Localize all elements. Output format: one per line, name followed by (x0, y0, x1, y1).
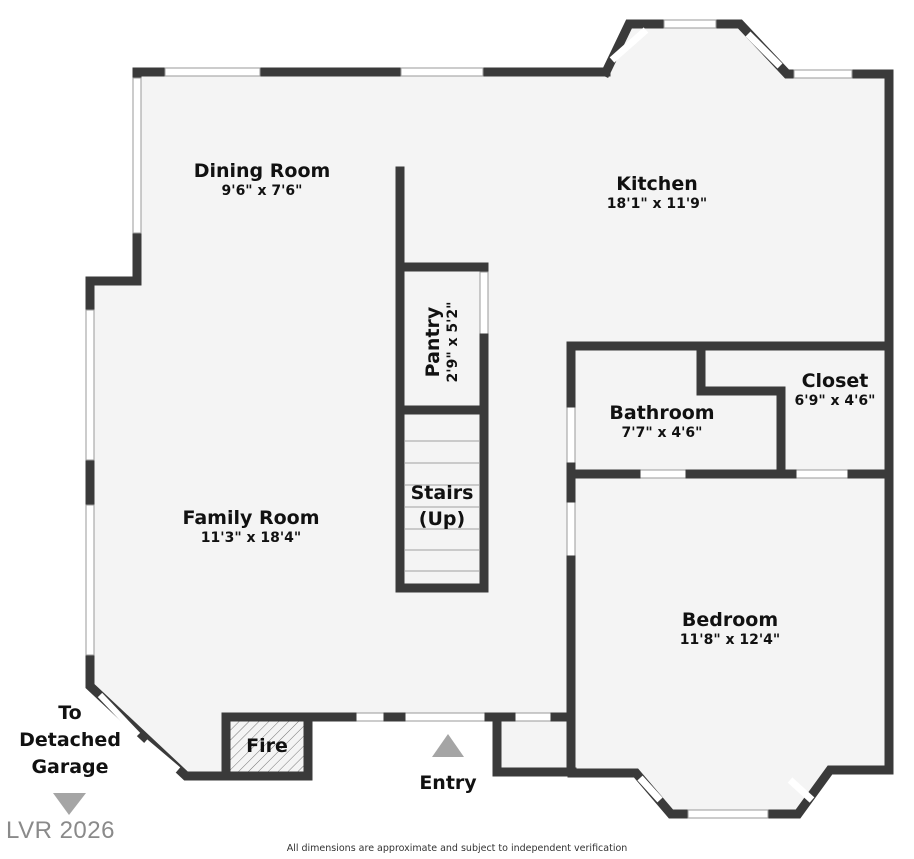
entry-arrow-icon (432, 734, 464, 757)
interior-walls (221, 166, 894, 777)
entry-door-opening (400, 712, 490, 722)
pantry-label: Pantry 2'9" x 5'2" (422, 292, 462, 392)
window-dining-top (164, 67, 261, 77)
opening-bath-bottom (635, 469, 691, 479)
room-dimensions: 9'6" x 7'6" (221, 183, 303, 199)
windows (85, 19, 853, 819)
watermark: LVR 2026 (6, 817, 115, 844)
diagonal-windows (97, 27, 815, 803)
closet-label: Closet 6'9" x 4'6" (795, 370, 876, 410)
stairs-label: Stairs (Up) (411, 480, 474, 532)
room-dimensions: 18'1" x 11'9" (606, 196, 708, 212)
disclaimer: All dimensions are approximate and subje… (286, 843, 628, 854)
bathroom-label: Bathroom 7'7" x 4'6" (609, 402, 714, 442)
exterior-walls (85, 19, 894, 819)
entry-text: Entry (419, 772, 477, 794)
entry-annotation: Entry (419, 770, 476, 797)
garage-annotation: To Detached Garage (19, 700, 121, 781)
opening-family-bedroom (566, 497, 576, 561)
garage-text-line2: Detached (19, 729, 121, 751)
stairs-direction: (Up) (418, 508, 466, 530)
room-name: Closet (801, 370, 869, 392)
bedroom-label: Bedroom 11'8" x 12'4" (680, 609, 780, 649)
stair-treads (405, 440, 479, 572)
window-kitchen-bay-top (663, 19, 717, 29)
window-family-left-1 (85, 309, 95, 461)
garage-arrow-icon (53, 793, 86, 815)
room-name: Bedroom (681, 609, 779, 631)
room-dimensions: 6'9" x 4'6" (794, 393, 876, 409)
window-kitchen-right (793, 69, 853, 79)
garage-text-line1: To (58, 702, 82, 724)
room-name: Family Room (182, 507, 320, 529)
opening-closet-bottom (791, 469, 853, 479)
room-name: Pantry (422, 306, 444, 378)
family-room-label: Family Room 11'3" x 18'4" (182, 507, 319, 547)
room-dimensions: 2'9" x 5'2" (445, 301, 461, 383)
opening-bathroom-left (566, 402, 576, 468)
room-dimensions: 11'8" x 12'4" (679, 632, 781, 648)
room-name: Fire (246, 735, 288, 757)
floor-area (92, 26, 886, 812)
room-dimensions: 7'7" x 4'6" (621, 425, 703, 441)
window-dining-left (132, 77, 142, 234)
fireplace-hatch (221, 712, 313, 781)
window-bedroom-bottom (687, 809, 769, 819)
kitchen-label: Kitchen 18'1" x 11'9" (607, 173, 707, 213)
opening-pantry (479, 271, 489, 339)
room-name: Dining Room (193, 160, 331, 182)
window-entry-small (351, 712, 389, 722)
room-name: Bathroom (609, 402, 715, 424)
garage-text-line3: Garage (31, 756, 109, 778)
room-name: Stairs (410, 482, 474, 504)
dining-room-label: Dining Room 9'6" x 7'6" (194, 160, 331, 200)
room-dimensions: 11'3" x 18'4" (200, 530, 302, 546)
room-name: Kitchen (616, 173, 698, 195)
fireplace-label: Fire (246, 735, 288, 757)
window-entry-closet (510, 712, 556, 722)
window-top-center (400, 67, 484, 77)
window-family-left-2 (85, 504, 95, 656)
